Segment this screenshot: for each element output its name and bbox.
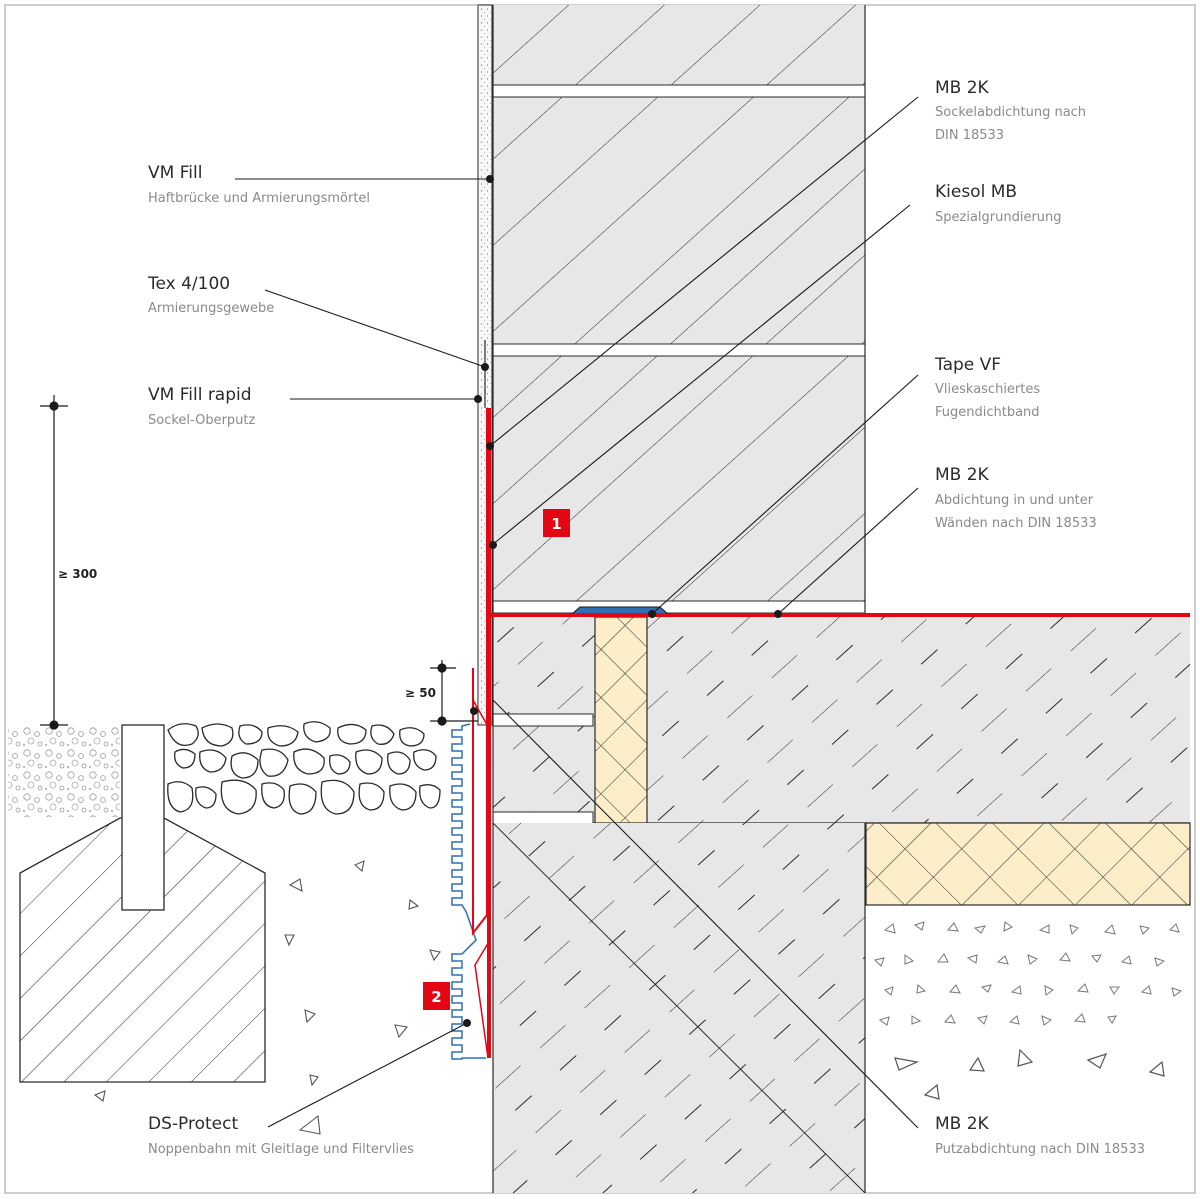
svg-text:VM Fill rapid: VM Fill rapid	[148, 385, 252, 405]
dim-300-label: ≥ 300	[58, 567, 97, 581]
svg-text:DIN 18533: DIN 18533	[935, 128, 1004, 143]
badge-2: 2	[423, 982, 450, 1010]
svg-text:2: 2	[431, 988, 441, 1006]
svg-text:MB 2K: MB 2K	[935, 1114, 990, 1134]
svg-text:Sockelabdichtung nach: Sockelabdichtung nach	[935, 105, 1086, 120]
label-kiesol-mb: Kiesol MB Spezialgrundierung	[935, 182, 1062, 225]
label-ds-protect: DS-Protect Noppenbahn mit Gleitlage und …	[148, 1114, 414, 1157]
svg-text:Fugendichtband: Fugendichtband	[935, 405, 1040, 420]
slab-edge-insulation	[594, 616, 648, 824]
basement-wall	[492, 617, 866, 1194]
badge-1: 1	[543, 509, 570, 537]
dimpled-membrane-path	[451, 723, 486, 1060]
svg-text:Noppenbahn mit Gleitlage und F: Noppenbahn mit Gleitlage und Filtervlies	[148, 1142, 414, 1157]
svg-text:Spezialgrundierung: Spezialgrundierung	[935, 210, 1062, 225]
svg-text:DS-Protect: DS-Protect	[148, 1114, 238, 1134]
svg-text:1: 1	[551, 515, 561, 533]
svg-text:Haftbrücke und Armierungsmörte: Haftbrücke und Armierungsmörtel	[148, 191, 370, 206]
label-mb2k-bottom: MB 2K Putzabdichtung nach DIN 18533	[935, 1114, 1145, 1157]
label-tex-4-100: Tex 4/100 Armierungsgewebe	[147, 274, 274, 316]
label-tape-vf: Tape VF Vlieskaschiertes Fugendichtband	[934, 355, 1040, 420]
label-vm-fill: VM Fill Haftbrücke und Armierungsmörtel	[148, 163, 370, 206]
svg-text:Tape VF: Tape VF	[934, 355, 1001, 375]
floor-insulation	[865, 822, 1191, 906]
svg-text:Abdichtung in und unter: Abdichtung in und unter	[935, 493, 1094, 508]
label-mb2k-top: MB 2K Sockelabdichtung nach DIN 18533	[935, 78, 1086, 143]
dimension-lines	[40, 395, 478, 730]
label-vm-fill-rapid: VM Fill rapid Sockel-Oberputz	[148, 385, 255, 428]
svg-text:Kiesol MB: Kiesol MB	[935, 182, 1017, 202]
strip-footing	[19, 817, 266, 1083]
dimpled-membrane	[451, 723, 486, 1060]
svg-text:MB 2K: MB 2K	[935, 465, 990, 485]
label-mb2k-mid: MB 2K Abdichtung in und unter Wänden nac…	[935, 465, 1097, 531]
svg-text:Sockel-Oberputz: Sockel-Oberputz	[148, 413, 255, 428]
svg-text:VM Fill: VM Fill	[148, 163, 202, 183]
dim-50-label: ≥ 50	[405, 686, 436, 700]
svg-text:MB 2K: MB 2K	[935, 78, 990, 98]
svg-text:Wänden nach DIN 18533: Wänden nach DIN 18533	[935, 516, 1097, 531]
surface-gravel	[8, 727, 120, 817]
coarse-stones	[167, 721, 441, 815]
svg-text:Tex 4/100: Tex 4/100	[147, 274, 230, 294]
curb-stone	[121, 724, 165, 911]
leader-lines	[235, 96, 919, 1129]
soil-area	[93, 860, 441, 1135]
gravel-bed	[874, 921, 1183, 1100]
leader-dots	[463, 175, 782, 1027]
svg-text:Putzabdichtung nach DIN 18533: Putzabdichtung nach DIN 18533	[935, 1142, 1145, 1157]
svg-text:Armierungsgewebe: Armierungsgewebe	[148, 301, 274, 316]
svg-text:Vlieskaschiertes: Vlieskaschiertes	[935, 382, 1040, 397]
